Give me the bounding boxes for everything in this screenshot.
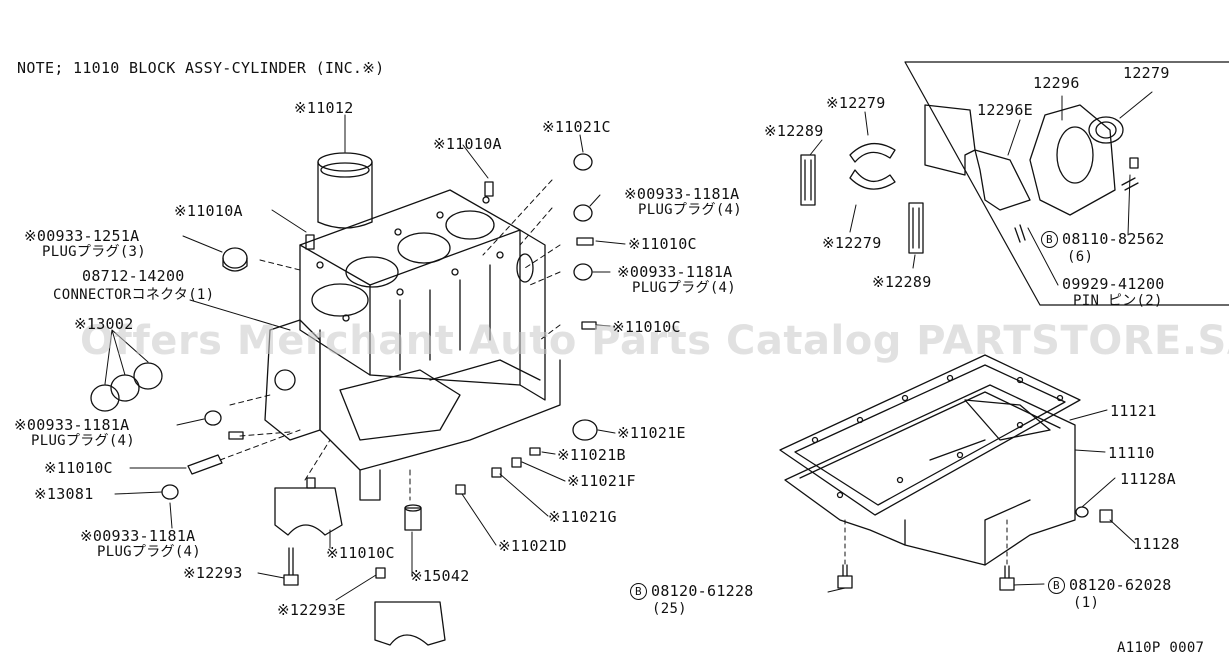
oil-pan-drawing: [779, 354, 1113, 591]
leader-lines-oilpan: [827, 409, 1136, 593]
bolt-b-icon: B: [1048, 577, 1065, 594]
part-label-11128a[interactable]: 11128A: [1120, 470, 1176, 488]
block-assy-note: NOTE; 11010 BLOCK ASSY-CYLINDER (INC.※): [17, 59, 385, 77]
part-label-00933-1181a-b-sub: PLUGプラグ(4): [97, 544, 202, 560]
part-label-00933-1251a-sub: PLUGプラグ(3): [42, 244, 147, 260]
part-label-09929-41200[interactable]: 09929-41200: [1062, 275, 1165, 293]
leader-lines-right: [809, 91, 1153, 286]
part-number: 08110-82562: [1062, 230, 1165, 248]
part-label-09929-41200-sub: PIN ピン(2): [1073, 293, 1163, 309]
rear-seal-inset-drawing: [800, 61, 1229, 306]
part-label-08712-14200[interactable]: 08712-14200: [82, 267, 185, 285]
leader-lines-left: [104, 114, 626, 601]
part-label-08712-14200-sub: CONNECTORコネクタ(1): [53, 287, 215, 303]
part-label-13081[interactable]: ※13081: [34, 485, 94, 503]
part-label-00933-1181a-b[interactable]: ※00933-1181A: [80, 527, 196, 545]
part-label-13002[interactable]: ※13002: [74, 315, 134, 333]
watermark: Offers Merchant Auto Parts Catalog PARTS…: [80, 318, 1229, 364]
part-label-11128[interactable]: 11128: [1133, 535, 1180, 553]
part-label-08120-61228-qty: (25): [652, 601, 687, 617]
part-label-12296e[interactable]: 12296E: [977, 101, 1033, 119]
bolt-b-icon: B: [630, 583, 647, 600]
part-label-11012[interactable]: ※11012: [294, 99, 354, 117]
part-label-00933-1181a-r2[interactable]: ※00933-1181A: [617, 263, 733, 281]
part-label-11010c-r1[interactable]: ※11010C: [628, 235, 697, 253]
part-label-11010c-r2[interactable]: ※11010C: [612, 318, 681, 336]
cylinder-block-drawing: [264, 189, 561, 501]
part-label-12279-seal[interactable]: 12279: [1123, 64, 1170, 82]
part-label-12289-top[interactable]: ※12289: [764, 122, 824, 140]
part-label-11010a-left[interactable]: ※11010A: [174, 202, 243, 220]
small-parts-drawing: [90, 153, 598, 646]
part-label-11021d[interactable]: ※11021D: [498, 537, 567, 555]
bolt-b-icon: B: [1041, 231, 1058, 248]
part-label-11010c-l[interactable]: ※11010C: [44, 459, 113, 477]
part-label-08120-62028-qty: (1): [1073, 595, 1100, 611]
part-label-11010a-top[interactable]: ※11010A: [433, 135, 502, 153]
part-label-08110-82562-qty: (6): [1067, 249, 1094, 265]
part-label-00933-1181a-r1[interactable]: ※00933-1181A: [624, 185, 740, 203]
part-label-12279-top[interactable]: ※12279: [826, 94, 886, 112]
part-label-11021c[interactable]: ※11021C: [542, 118, 611, 136]
part-label-00933-1181a-l-sub: PLUGプラグ(4): [31, 433, 136, 449]
part-number: 08120-61228: [651, 582, 754, 600]
part-label-11010c-b[interactable]: ※11010C: [326, 544, 395, 562]
part-label-11021g[interactable]: ※11021G: [548, 508, 617, 526]
part-label-00933-1181a-l[interactable]: ※00933-1181A: [14, 416, 130, 434]
cylinder-liner-drawing: [317, 152, 373, 229]
part-label-11021b[interactable]: ※11021B: [557, 446, 626, 464]
part-label-00933-1181a-r2-sub: PLUGプラグ(4): [632, 280, 737, 296]
part-number: 08120-62028: [1069, 576, 1172, 594]
part-label-12279-bot[interactable]: ※12279: [822, 234, 882, 252]
part-label-11121[interactable]: 11121: [1110, 402, 1157, 420]
part-label-11110[interactable]: 11110: [1108, 444, 1155, 462]
part-label-11021f[interactable]: ※11021F: [567, 472, 636, 490]
part-label-12293e[interactable]: ※12293E: [277, 601, 346, 619]
part-label-12289-bot[interactable]: ※12289: [872, 273, 932, 291]
part-label-00933-1181a-r1-sub: PLUGプラグ(4): [638, 202, 743, 218]
part-label-12293[interactable]: ※12293: [183, 564, 243, 582]
figure-code: A110P 0007: [1117, 640, 1205, 656]
part-label-15042[interactable]: ※15042: [410, 567, 470, 585]
part-label-00933-1251a[interactable]: ※00933-1251A: [24, 227, 140, 245]
part-label-12296[interactable]: 12296: [1033, 74, 1080, 92]
part-label-11021e[interactable]: ※11021E: [617, 424, 686, 442]
